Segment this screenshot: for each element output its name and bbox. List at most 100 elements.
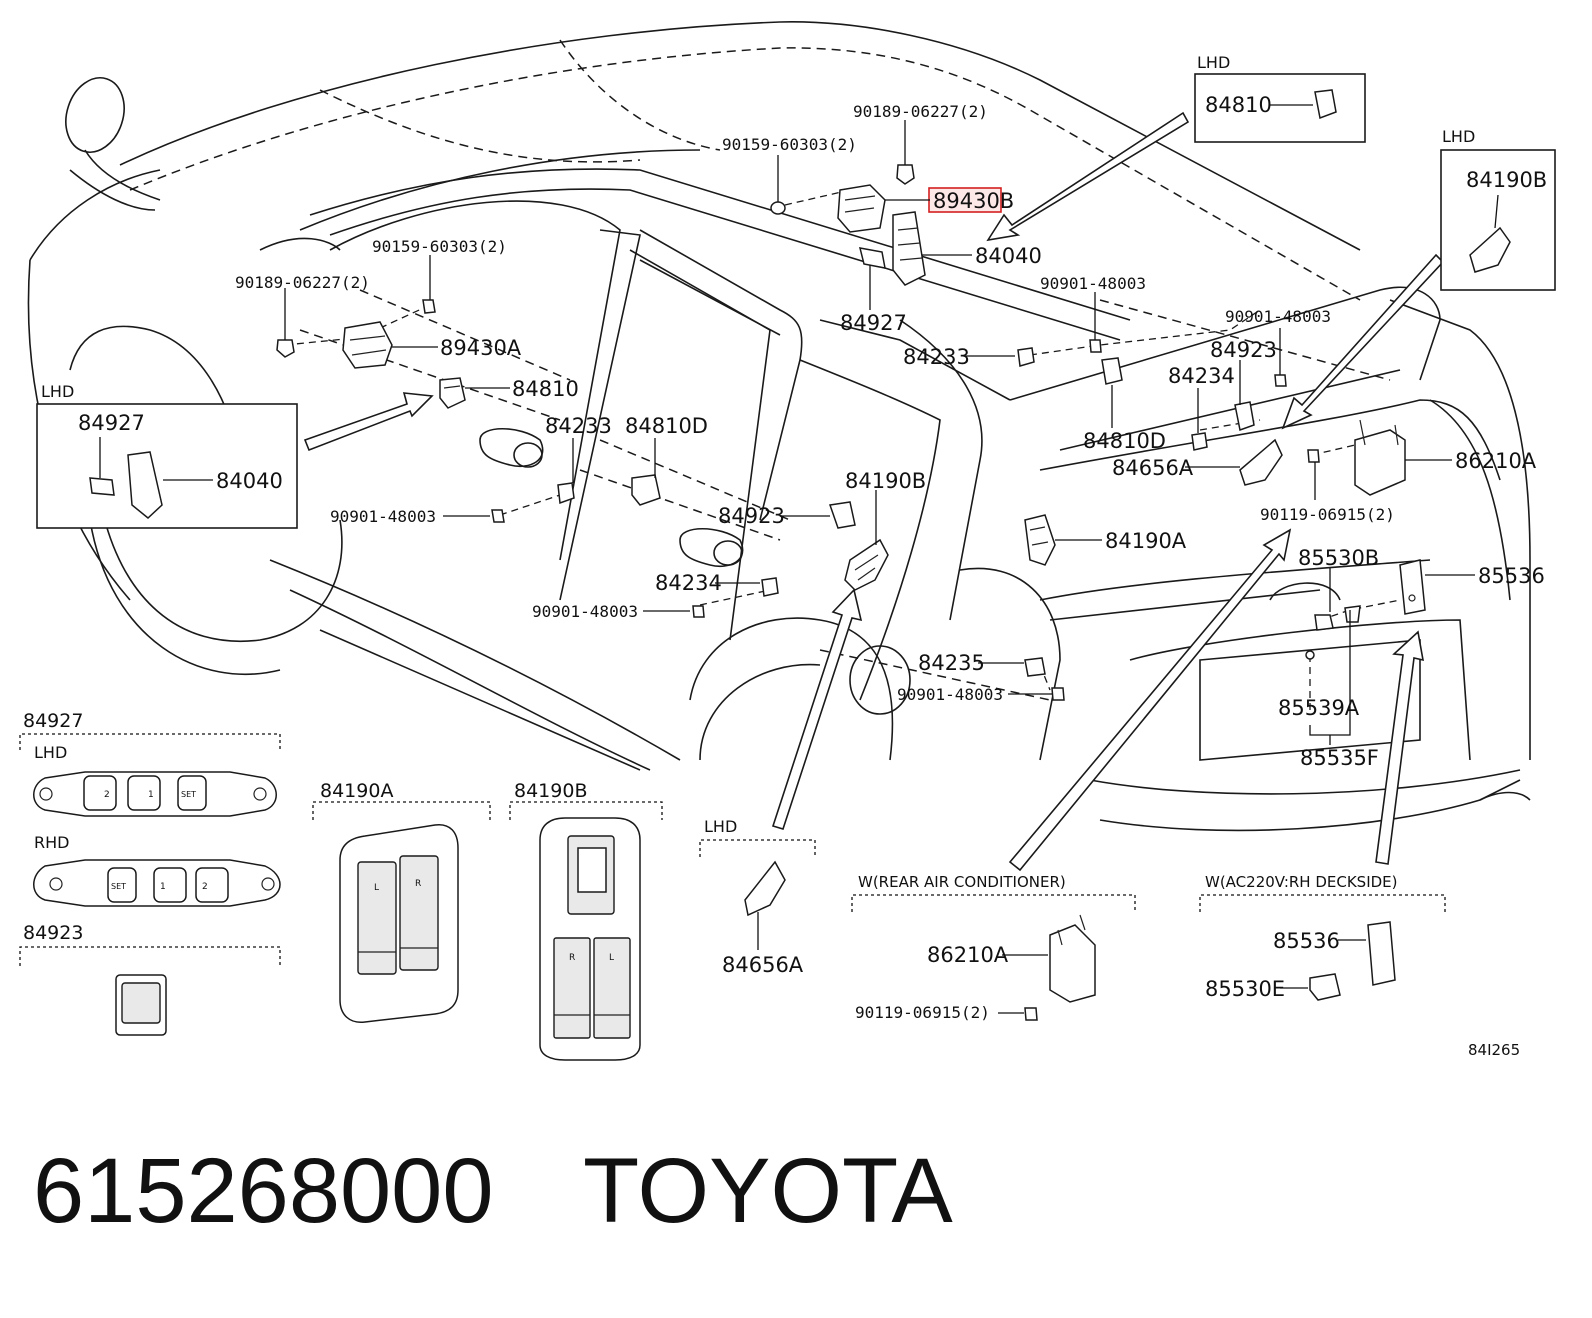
inset-lhd-84927-84040: LHD 84927 84040: [36, 382, 298, 529]
part-84190A-right[interactable]: [1024, 514, 1056, 566]
part-84927-main[interactable]: [858, 247, 886, 269]
label-84810D-right[interactable]: 84810D: [1083, 429, 1166, 453]
part-89430A[interactable]: [342, 321, 393, 369]
inset-lhd-84190B: LHD 84190B: [1440, 127, 1556, 291]
label-90901-mid[interactable]: 90901-48003: [532, 602, 638, 621]
inset-part-label-b[interactable]: 84040: [216, 469, 283, 493]
arrow-to-84040: [986, 111, 1190, 242]
detail-part-label[interactable]: 84656A: [722, 953, 804, 977]
bolt-90119-detail: [1024, 1007, 1038, 1021]
label-85539A[interactable]: 85539A: [1278, 696, 1360, 720]
part-84810-main[interactable]: [439, 377, 466, 409]
footer-part-number: 615268000: [33, 1140, 494, 1242]
part-85536-right[interactable]: [1399, 559, 1426, 615]
screw-90901-mid: [692, 605, 705, 618]
right-btn-label: R: [415, 879, 421, 889]
parts: [276, 164, 1426, 701]
btn-2-label: 2: [104, 790, 110, 800]
label-90901-right2[interactable]: 90901-48003: [1225, 307, 1331, 326]
inset-part-label-a[interactable]: 84927: [78, 411, 145, 435]
detail-part-label-a[interactable]: 85536: [1273, 929, 1340, 953]
detail-lhd-tag: LHD: [34, 743, 67, 762]
label-86210A-right[interactable]: 86210A: [1455, 449, 1537, 473]
part-85530B[interactable]: [1314, 605, 1361, 631]
arrow-to-84810: [303, 392, 434, 452]
detail-84190B: 84190B R L: [509, 780, 663, 1061]
left-btn-label: L: [609, 953, 614, 963]
detail-bolt-label[interactable]: 90119-06915(2): [855, 1003, 990, 1022]
label-90119-right[interactable]: 90119-06915(2): [1260, 505, 1395, 524]
inset-part-label[interactable]: 84190B: [1466, 168, 1547, 192]
label-85530B[interactable]: 85530B: [1298, 546, 1379, 570]
btn-2-label-rhd: 2: [202, 882, 208, 892]
label-84190A-right[interactable]: 84190A: [1105, 529, 1187, 553]
detail-84656A: LHD 84656A: [699, 817, 816, 977]
part-85530E-detail: [1309, 973, 1341, 1001]
highlight-89430B: [928, 187, 1002, 213]
detail-title: W(AC220V:RH DECKSIDE): [1205, 873, 1398, 891]
part-84923-mid[interactable]: [828, 501, 856, 529]
label-84927-main[interactable]: 84927: [840, 311, 907, 335]
detail-84927: 84927 LHD 2 1 SET RHD SET 1 2: [19, 710, 281, 907]
label-84190B-mid[interactable]: 84190B: [845, 469, 926, 493]
label-85535F[interactable]: 85535F: [1300, 746, 1379, 770]
label-84923-mid[interactable]: 84923: [718, 504, 785, 528]
part-84040[interactable]: [892, 211, 926, 286]
detail-title: 84190A: [320, 780, 393, 802]
label-90189-top[interactable]: 90189-06227(2): [853, 102, 988, 121]
clip-90189-left: [276, 339, 295, 358]
part-84233-mid: [557, 482, 575, 505]
label-90901-right1[interactable]: 90901-48003: [1040, 274, 1146, 293]
inset-tag: LHD: [1197, 53, 1230, 72]
detail-title: 84927: [23, 710, 83, 732]
label-90159-left[interactable]: 90159-60303(2): [372, 237, 507, 256]
inset-tag: LHD: [1442, 127, 1475, 146]
part-84923-right[interactable]: [1234, 401, 1255, 431]
part-84190B-mid[interactable]: [844, 538, 889, 591]
detail-part-label[interactable]: 86210A: [927, 943, 1009, 967]
detail-part-label-b[interactable]: 85530E: [1205, 977, 1285, 1001]
pointer-arrows: [303, 111, 1445, 872]
detail-rhd-tag: RHD: [34, 833, 69, 852]
label-84234-right[interactable]: 84234: [1168, 364, 1235, 388]
inset-84040-part: [127, 451, 163, 519]
detail-title: 84190B: [514, 780, 587, 802]
label-84234-mid[interactable]: 84234: [655, 571, 722, 595]
label-89430B[interactable]: 89430B: [933, 189, 1014, 213]
label-85536-right[interactable]: 85536: [1478, 564, 1545, 588]
label-90901-bottom[interactable]: 90901-48003: [897, 685, 1003, 704]
btn-1-label: 1: [148, 790, 154, 800]
inset-84190B-part: [1469, 226, 1511, 273]
part-86210A-right[interactable]: [1354, 419, 1406, 496]
label-84923-right[interactable]: 84923: [1210, 338, 1277, 362]
inset-84810-part: [1314, 89, 1337, 120]
inset-tag: LHD: [41, 382, 74, 401]
label-84233-mid[interactable]: 84233: [545, 414, 612, 438]
label-84040-main[interactable]: 84040: [975, 244, 1042, 268]
inset-84927-part: [89, 477, 115, 496]
label-84810D-mid[interactable]: 84810D: [625, 414, 708, 438]
part-84656A-right[interactable]: [1239, 438, 1283, 486]
inset-part-label[interactable]: 84810: [1205, 93, 1272, 117]
label-90189-left[interactable]: 90189-06227(2): [235, 273, 370, 292]
btn-1-label-rhd: 1: [160, 882, 166, 892]
label-90901-left[interactable]: 90901-48003: [330, 507, 436, 526]
screw-90159-top: [770, 201, 786, 215]
inset-lhd-84810: LHD 84810: [1194, 53, 1366, 143]
label-89430A[interactable]: 89430A: [440, 336, 522, 360]
btn-set-label: SET: [181, 790, 196, 799]
label-84810-main[interactable]: 84810: [512, 377, 579, 401]
detail-title: 84923: [23, 922, 83, 944]
label-90159-top[interactable]: 90159-60303(2): [722, 135, 857, 154]
left-btn-label: L: [374, 883, 379, 893]
label-84235[interactable]: 84235: [918, 651, 985, 675]
screw-90159-left: [422, 299, 436, 314]
part-89430B[interactable]: [837, 184, 886, 233]
label-84233-right[interactable]: 84233: [903, 345, 970, 369]
part-84810D-right[interactable]: [1101, 357, 1123, 385]
part-84810D-mid[interactable]: [631, 474, 661, 506]
part-86210A-detail: [1049, 924, 1096, 1003]
detail-84923: 84923: [19, 922, 281, 1036]
label-84656A-right[interactable]: 84656A: [1112, 456, 1194, 480]
